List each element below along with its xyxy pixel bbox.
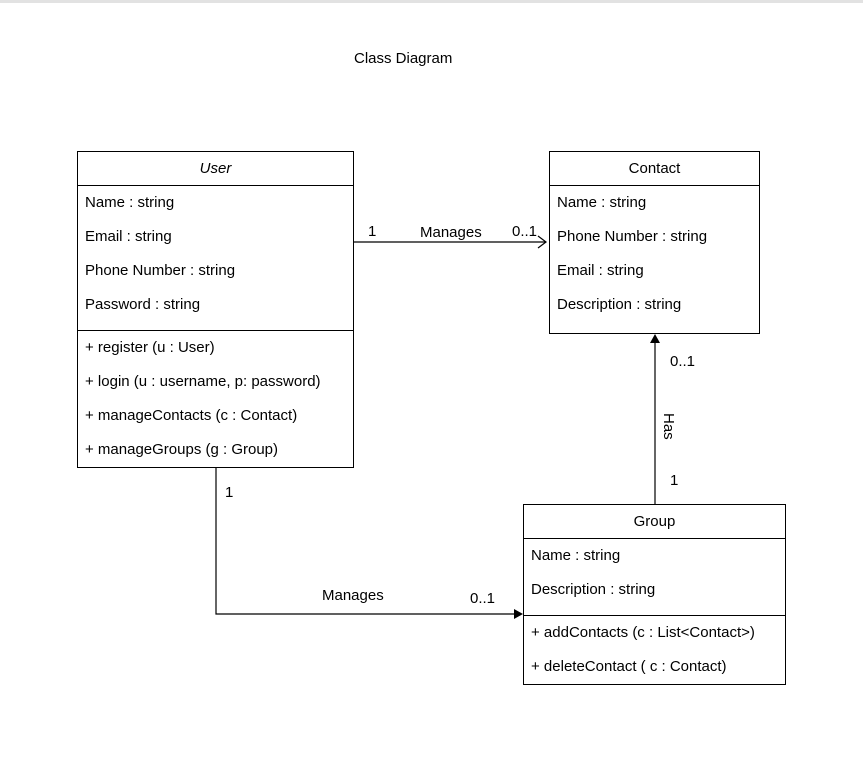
user-contact-target-multiplicity: 0..1 xyxy=(512,223,538,240)
class-user-methods: + register (u : User) + login (u : usern… xyxy=(78,330,353,475)
page-top-border xyxy=(0,0,863,3)
diagram-title: Class Diagram xyxy=(354,50,453,67)
user-contact-label: Manages xyxy=(420,224,482,241)
contact-attribute: Description : string xyxy=(557,296,682,313)
class-contact: Contact Name : string Phone Number : str… xyxy=(549,151,760,334)
class-contact-name: Contact xyxy=(550,152,759,186)
user-group-target-multiplicity: 0..1 xyxy=(470,590,496,607)
user-method: + manageContacts (c : Contact) xyxy=(85,407,298,424)
class-user: User Name : string Email : string Phone … xyxy=(77,151,354,468)
contact-attribute: Phone Number : string xyxy=(557,228,708,245)
group-contact-target-multiplicity: 0..1 xyxy=(670,353,696,370)
group-method: + addContacts (c : List<Contact>) xyxy=(531,624,755,641)
user-group-source-multiplicity: 1 xyxy=(225,484,234,501)
class-group-name: Group xyxy=(524,505,785,539)
user-attribute: Email : string xyxy=(85,228,172,245)
user-method: + login (u : username, p: password) xyxy=(85,373,321,390)
group-attribute: Name : string xyxy=(531,547,621,564)
class-user-attributes: Name : string Email : string Phone Numbe… xyxy=(78,186,353,330)
group-contact-label: Has xyxy=(660,413,677,440)
class-user-name: User xyxy=(78,152,353,186)
user-group-label: Manages xyxy=(322,587,384,604)
group-attribute: Description : string xyxy=(531,581,656,598)
user-contact-source-multiplicity: 1 xyxy=(368,223,377,240)
contact-attribute: Name : string xyxy=(557,194,647,211)
group-contact-arrowhead xyxy=(650,334,660,343)
group-contact-source-multiplicity: 1 xyxy=(670,472,679,489)
class-group-attributes: Name : string Description : string xyxy=(524,539,785,615)
group-method: + deleteContact ( c : Contact) xyxy=(531,658,727,675)
class-group-methods: + addContacts (c : List<Contact>) + dele… xyxy=(524,615,785,692)
user-attribute: Name : string xyxy=(85,194,175,211)
user-method: + register (u : User) xyxy=(85,339,215,356)
user-group-arrowhead xyxy=(514,609,523,619)
contact-attribute: Email : string xyxy=(557,262,644,279)
class-contact-attributes: Name : string Phone Number : string Emai… xyxy=(550,186,759,330)
user-attribute: Phone Number : string xyxy=(85,262,236,279)
user-contact-arrowhead xyxy=(537,235,547,249)
user-method: + manageGroups (g : Group) xyxy=(85,441,279,458)
user-attribute: Password : string xyxy=(85,296,201,313)
user-group-connector xyxy=(215,467,516,615)
class-group: Group Name : string Description : string… xyxy=(523,504,786,685)
